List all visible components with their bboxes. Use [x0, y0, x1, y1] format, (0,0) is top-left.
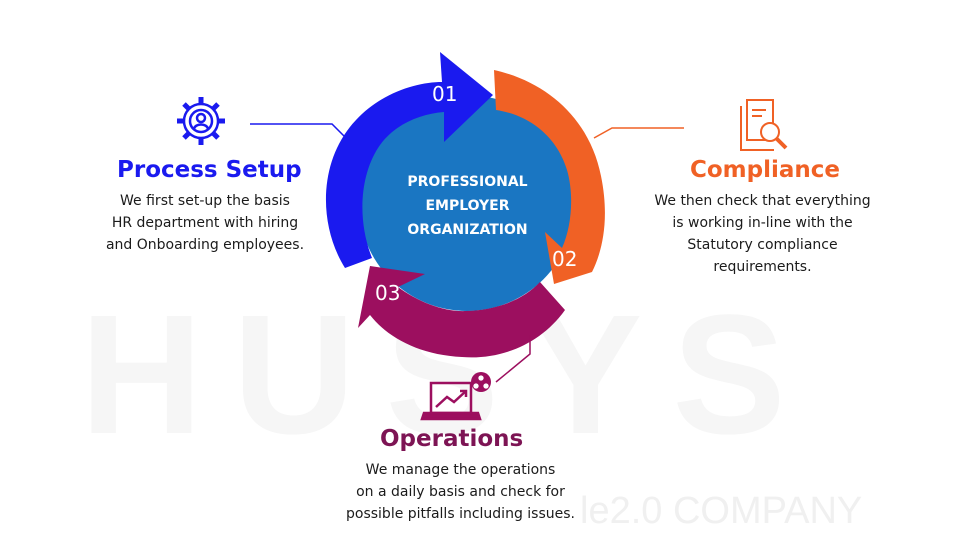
- connector-03: [495, 335, 531, 383]
- step-number-03: 03: [375, 281, 401, 305]
- gear-person-icon: [177, 97, 225, 145]
- step-description-process-setup: We first set-up the basis HR department …: [85, 190, 325, 256]
- description-line: We then check that everything: [654, 193, 871, 209]
- description-line: Statutory compliance: [687, 237, 838, 253]
- description-line: possible pitfalls including issues.: [346, 506, 575, 522]
- laptop-chart-icon: [420, 372, 491, 421]
- description-line: is working in-line with the: [672, 215, 853, 231]
- description-line: and Onboarding employees.: [105, 237, 305, 253]
- step-number-02: 02: [552, 247, 578, 271]
- description-line: We first set-up the basis: [120, 193, 290, 209]
- segment-03-arrow: [358, 266, 565, 358]
- description-line: We manage the operations: [365, 462, 556, 478]
- description-line: HR department with hiring: [111, 215, 299, 231]
- segment-01-arrow: [325, 52, 493, 268]
- step-description-operations: We manage the operations on a daily basi…: [318, 459, 603, 525]
- watermark-subtext: le2.0 COMPANY: [580, 490, 863, 532]
- center-line-2: EMPLOYER: [425, 198, 510, 214]
- segment-02-arrow: [494, 70, 605, 284]
- description-line: requirements.: [713, 259, 812, 275]
- step-title-operations: Operations: [380, 426, 524, 452]
- step-title-compliance: Compliance: [690, 157, 841, 183]
- center-line-3: ORGANIZATION: [407, 222, 528, 238]
- step-title-process-setup: Process Setup: [117, 157, 302, 183]
- connector-02: [593, 127, 684, 139]
- description-line: on a daily basis and check for: [356, 484, 565, 500]
- step-description-compliance: We then check that everything is working…: [635, 190, 890, 278]
- center-circle: [359, 95, 575, 311]
- document-search-icon: [740, 99, 788, 151]
- connector-01: [250, 123, 351, 143]
- step-number-01: 01: [432, 82, 458, 106]
- center-label: PROFESSIONAL EMPLOYER ORGANIZATION: [380, 170, 555, 242]
- center-line-1: PROFESSIONAL: [407, 174, 528, 190]
